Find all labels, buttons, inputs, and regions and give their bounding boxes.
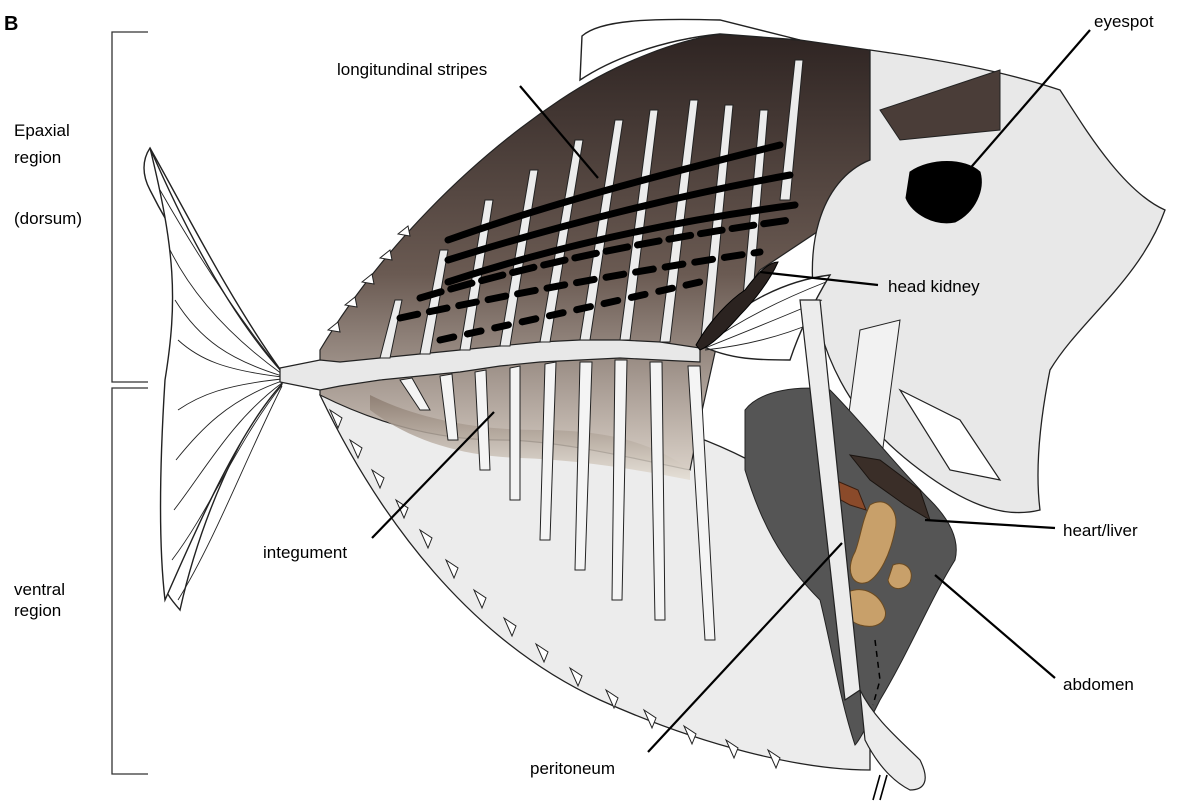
label-eyespot: eyespot [1094, 12, 1154, 31]
label-heart-liver: heart/liver [1063, 521, 1138, 540]
label-abdomen: abdomen [1063, 675, 1134, 694]
caudal-fin [144, 148, 282, 610]
label-peritoneum: peritoneum [530, 759, 615, 778]
ventral-bracket [112, 388, 148, 774]
label-integument: integument [263, 543, 347, 562]
epaxial-bracket [112, 32, 148, 382]
epaxial-label-2: region [14, 148, 61, 167]
ventral-label-2: region [14, 601, 61, 620]
label-head-kidney: head kidney [888, 277, 980, 296]
epaxial-label-1: Epaxial [14, 121, 70, 140]
panel-label: B [4, 13, 18, 35]
label-longitudinal-stripes: longitundinal stripes [337, 60, 487, 79]
epaxial-sub-label: (dorsum) [14, 209, 82, 228]
ventral-label-1: ventral [14, 580, 65, 599]
